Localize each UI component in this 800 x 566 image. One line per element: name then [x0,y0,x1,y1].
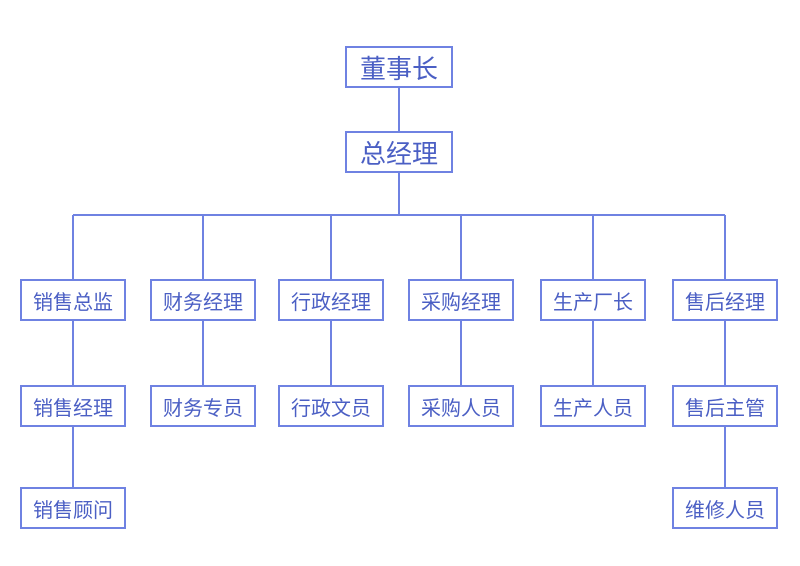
node-purchasing-manager: 采购经理 [408,279,514,321]
node-purchasing-staff: 采购人员 [408,385,514,427]
node-production-director: 生产厂长 [540,279,646,321]
node-admin-clerk: 行政文员 [278,385,384,427]
node-admin-manager: 行政经理 [278,279,384,321]
node-sales-consultant: 销售顾问 [20,487,126,529]
node-after-sales-supervisor: 售后主管 [672,385,778,427]
node-chairman: 董事长 [345,46,453,88]
node-maintenance-staff: 维修人员 [672,487,778,529]
node-general-manager: 总经理 [345,131,453,173]
node-after-sales-manager: 售后经理 [672,279,778,321]
node-sales-director: 销售总监 [20,279,126,321]
node-finance-specialist: 财务专员 [150,385,256,427]
node-production-staff: 生产人员 [540,385,646,427]
node-finance-manager: 财务经理 [150,279,256,321]
node-sales-manager: 销售经理 [20,385,126,427]
